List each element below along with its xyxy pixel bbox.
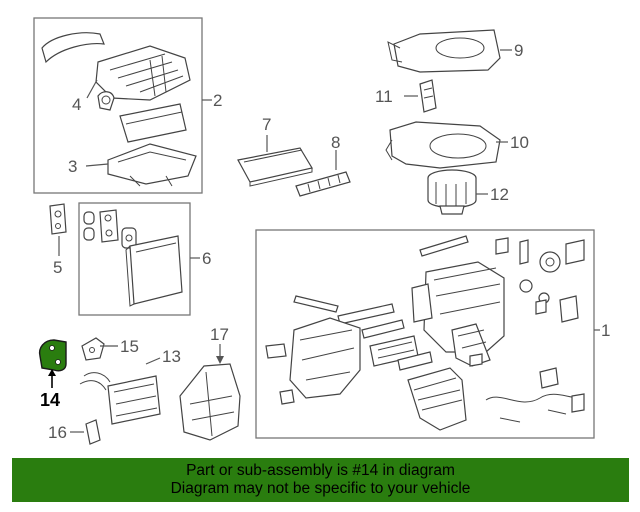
- info-banner: Part or sub-assembly is #14 in diagram D…: [12, 458, 629, 502]
- callout-3: 3: [68, 157, 77, 176]
- part-9-blower-case-upper: [387, 29, 501, 73]
- part-pipe-fitting: [279, 353, 483, 405]
- part-duct: [119, 103, 187, 143]
- part-hvac-main-housing: [411, 261, 505, 353]
- callout-5: 5: [53, 258, 62, 277]
- part-10-blower-case-lower: [385, 121, 501, 169]
- part-15-bracket: [81, 337, 105, 361]
- callout-12: 12: [490, 185, 509, 204]
- callout-10: 10: [510, 133, 529, 152]
- part-7-cabin-filter: [237, 147, 313, 187]
- group-box-6: [78, 202, 191, 316]
- callout-4: 4: [72, 95, 81, 114]
- callout-2: 2: [213, 91, 222, 110]
- callout-1: 1: [601, 321, 610, 340]
- callout-11: 11: [375, 87, 393, 106]
- part-small-actuators: [495, 237, 585, 323]
- group-box-1: [255, 229, 595, 439]
- part-4-case-upper: [41, 32, 191, 111]
- part-6-evaporator: [125, 235, 183, 307]
- part-16-clip: [85, 419, 101, 445]
- part-8-filter-door: [295, 171, 351, 197]
- callout-14: 14: [40, 390, 60, 410]
- banner-line-1: Part or sub-assembly is #14 in diagram: [186, 462, 455, 479]
- callout-8: 8: [331, 133, 340, 152]
- part-duct-outlet: [407, 367, 467, 431]
- group-box-2: [33, 17, 203, 194]
- callout-17: 17: [210, 325, 229, 344]
- callout-7: 7: [262, 115, 271, 134]
- part-5-expansion-valve: [49, 203, 67, 235]
- callout-16: 16: [48, 423, 67, 442]
- part-door-actuators: [369, 335, 433, 371]
- part-12-blower-motor: [427, 169, 477, 215]
- part-seals: [83, 209, 137, 249]
- callout-15: 15: [120, 337, 139, 356]
- part-wiring-harness: [485, 367, 585, 423]
- part-3-case-lower: [107, 143, 197, 187]
- callout-6: 6: [202, 249, 211, 268]
- part-14-highlighted: [38, 339, 67, 372]
- part-17-lower-case: [179, 363, 241, 441]
- part-11-resistor: [419, 79, 437, 113]
- part-left-housing: [265, 317, 361, 399]
- callout-9: 9: [514, 41, 523, 60]
- part-strips: [293, 235, 469, 339]
- part-13-heater-core: [79, 372, 161, 425]
- callout-13: 13: [162, 347, 181, 366]
- banner-line-2: Diagram may not be specific to your vehi…: [170, 480, 471, 497]
